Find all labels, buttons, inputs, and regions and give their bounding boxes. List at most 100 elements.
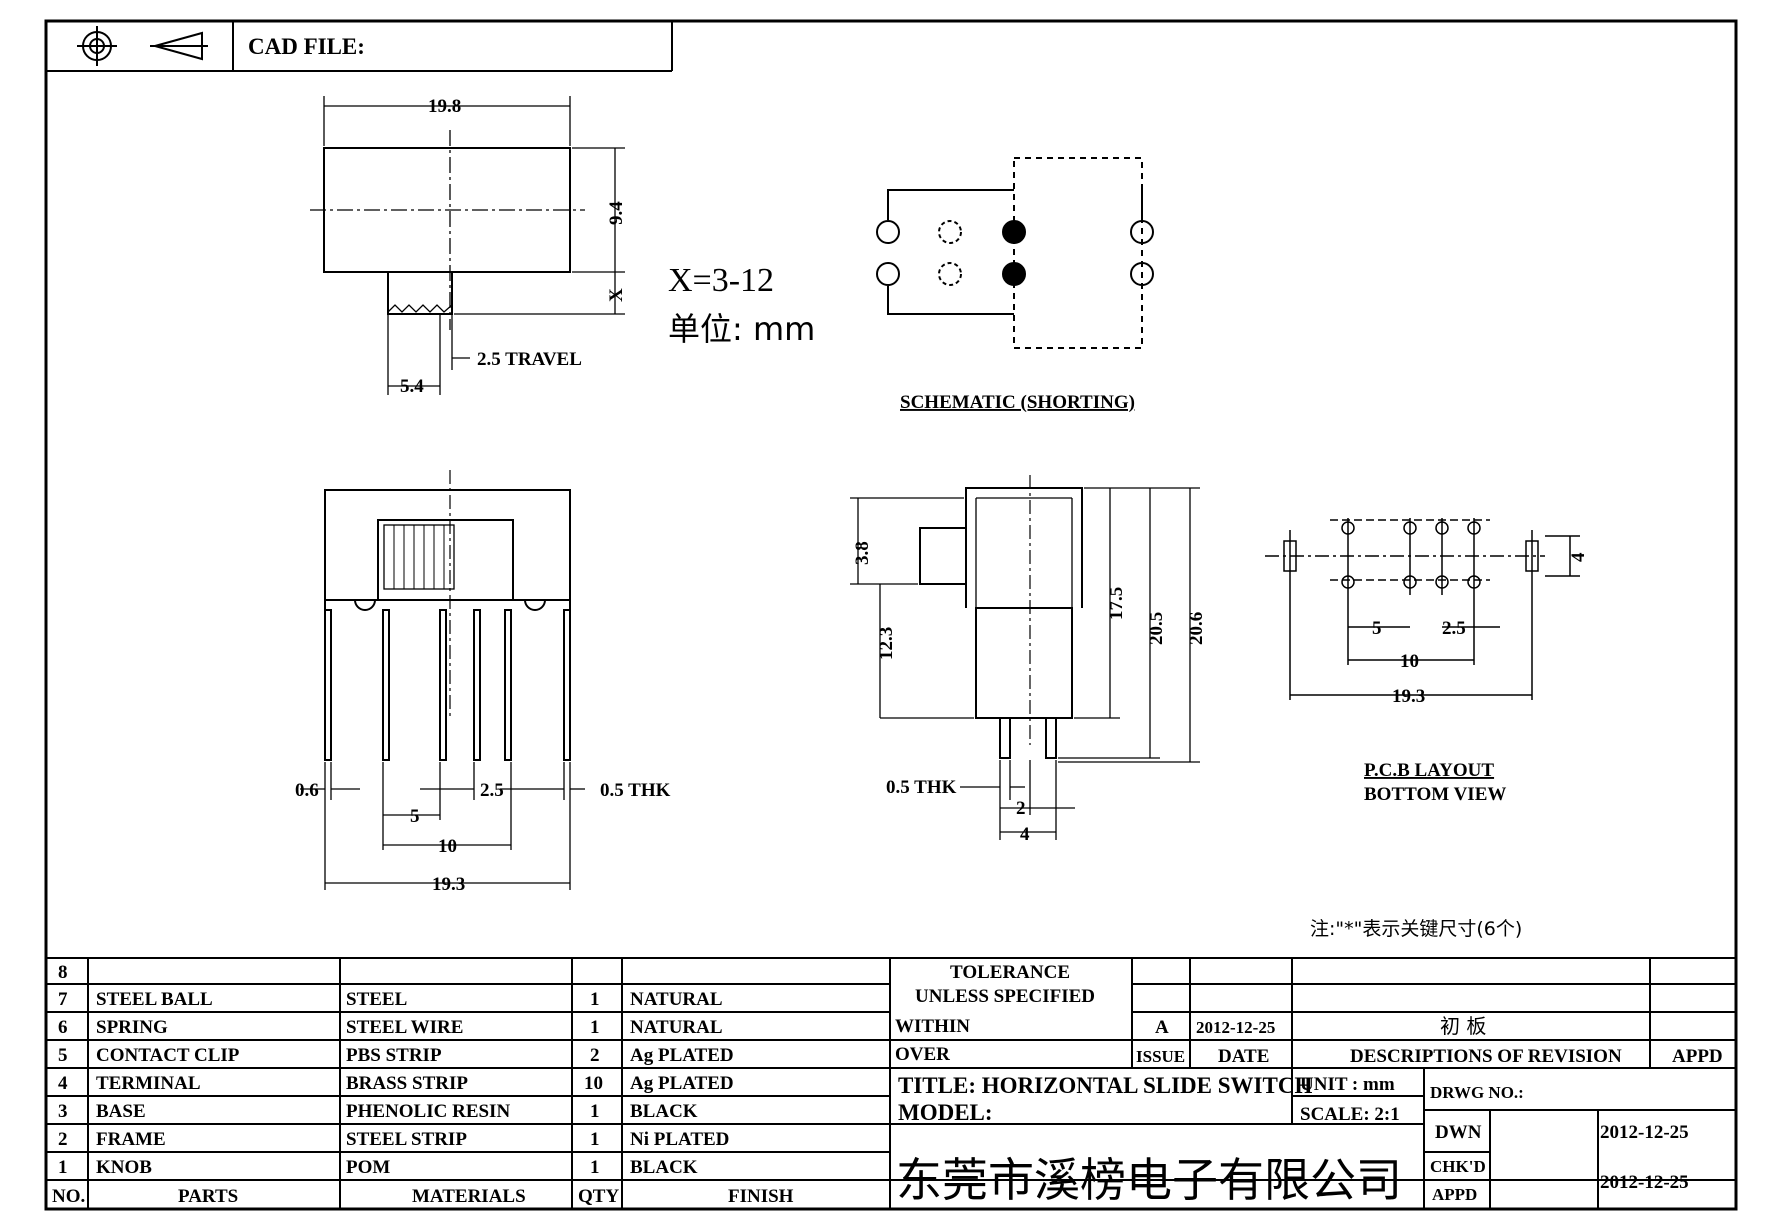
dim-front-10: 10 <box>438 836 457 857</box>
dim-pcb-193: 19.3 <box>1392 686 1425 707</box>
bom-finish: BLACK <box>630 1157 698 1178</box>
bom-part: SPRING <box>96 1017 168 1038</box>
chkd-label: CHK'D <box>1430 1157 1486 1176</box>
schematic-caption: SCHEMATIC (SHORTING) <box>900 392 1135 413</box>
dim-front-06: 0.6 <box>295 780 319 801</box>
bom-part: FRAME <box>96 1129 166 1150</box>
bom-finish: Ag PLATED <box>630 1073 734 1094</box>
bom-header-qty: QTY <box>578 1186 619 1207</box>
dim-front-5: 5 <box>410 806 420 827</box>
description-label: DESCRIPTIONS OF REVISION <box>1350 1046 1622 1067</box>
appd-label: APPD <box>1672 1046 1723 1067</box>
bom-part: CONTACT CLIP <box>96 1045 240 1066</box>
model-label: MODEL: <box>898 1100 993 1125</box>
bom-material: PBS STRIP <box>346 1045 442 1066</box>
bom-no: 2 <box>58 1129 68 1150</box>
bom-finish: Ni PLATED <box>630 1129 729 1150</box>
bom-qty: 2 <box>590 1045 600 1066</box>
drawing-title: TITLE: HORIZONTAL SLIDE SWITCH <box>898 1073 1312 1098</box>
appd-name-label: APPD <box>1432 1185 1477 1204</box>
dwn-date: 2012-12-25 <box>1600 1122 1689 1143</box>
drawing-number-label: DRWG NO.: <box>1430 1083 1524 1102</box>
revision-issue: A <box>1155 1017 1169 1038</box>
dim-side-123: 12.3 <box>876 627 897 660</box>
bom-no: 3 <box>58 1101 68 1122</box>
projection-cone-icon <box>150 31 208 61</box>
bom-finish: Ag PLATED <box>630 1045 734 1066</box>
tolerance-sub-label: UNLESS SPECIFIED <box>915 986 1095 1007</box>
dim-side-206: 20.6 <box>1186 612 1207 645</box>
bom-qty: 1 <box>590 1129 600 1150</box>
dim-side-38: 3.8 <box>852 541 873 565</box>
projection-circle-icon <box>77 26 117 66</box>
side-view <box>850 475 1200 840</box>
bom-table-grid <box>46 957 1736 1209</box>
bom-material: STEEL STRIP <box>346 1129 467 1150</box>
appd-date: 2012-12-25 <box>1600 1172 1689 1193</box>
bom-part: BASE <box>96 1101 146 1122</box>
dim-pcb-10: 10 <box>1400 651 1419 672</box>
header-box: CAD FILE: <box>46 21 673 72</box>
dim-front-25: 2.5 <box>480 780 504 801</box>
pcb-caption-2: BOTTOM VIEW <box>1364 784 1506 805</box>
bom-qty: 1 <box>590 1101 600 1122</box>
bom-finish: NATURAL <box>630 989 723 1010</box>
bom-no: 8 <box>58 962 68 983</box>
bom-part: KNOB <box>96 1157 152 1178</box>
bom-material: STEEL WIRE <box>346 1017 463 1038</box>
range-note: X=3-12 <box>668 262 774 299</box>
key-dimension-note: 注:"*"表示关键尺寸(6个) <box>1310 918 1522 940</box>
dwn-label: DWN <box>1435 1122 1482 1143</box>
dim-side-thk: 0.5 THK <box>886 777 957 798</box>
dim-pcb-4: 4 <box>1568 552 1589 562</box>
bom-part: STEEL BALL <box>96 989 213 1010</box>
unit-label: UNIT : mm <box>1300 1074 1395 1095</box>
dim-front-thk: 0.5 THK <box>600 780 671 801</box>
bom-header-materials: MATERIALS <box>412 1186 526 1207</box>
bom-finish: BLACK <box>630 1101 698 1122</box>
bom-header-finish: FINISH <box>728 1186 794 1207</box>
dim-side-205: 20.5 <box>1146 612 1167 645</box>
dim-pcb-25: 2.5 <box>1442 618 1466 639</box>
dim-top-height: 9.4 <box>606 201 627 225</box>
bom-material: PHENOLIC RESIN <box>346 1101 510 1122</box>
bom-qty: 10 <box>584 1073 603 1094</box>
bom-no: 1 <box>58 1157 68 1178</box>
title-block: TOLERANCE UNLESS SPECIFIED WITHIN OVER A… <box>895 962 1723 1207</box>
bom-qty: 1 <box>590 989 600 1010</box>
date-label: DATE <box>1218 1046 1269 1067</box>
revision-date: 2012-12-25 <box>1196 1018 1275 1037</box>
cad-file-label: CAD FILE: <box>248 34 365 59</box>
bom-part: TERMINAL <box>96 1073 201 1094</box>
tolerance-label: TOLERANCE <box>950 962 1070 983</box>
dim-front-193: 19.3 <box>432 874 465 895</box>
bom-rows: 8 7 STEEL BALL STEEL 1 NATURAL 6 SPRING … <box>52 962 794 1207</box>
unit-note: 单位: mm <box>668 310 815 348</box>
bom-material: BRASS STRIP <box>346 1073 468 1094</box>
issue-label: ISSUE <box>1136 1047 1185 1066</box>
top-view <box>310 96 625 395</box>
front-view <box>300 470 585 890</box>
dim-knob-width: 5.4 <box>400 376 424 397</box>
pcb-caption-1: P.C.B LAYOUT <box>1364 760 1494 781</box>
bom-header-parts: PARTS <box>178 1186 238 1207</box>
over-label: OVER <box>895 1044 950 1065</box>
bom-qty: 1 <box>590 1157 600 1178</box>
pcb-layout <box>1265 518 1580 700</box>
dim-side-2: 2 <box>1016 798 1026 819</box>
scale-label: SCALE: 2:1 <box>1300 1104 1400 1125</box>
bom-no: 7 <box>58 989 68 1010</box>
dim-travel: 2.5 TRAVEL <box>477 349 582 370</box>
bom-no: 6 <box>58 1017 68 1038</box>
dim-pcb-5: 5 <box>1372 618 1382 639</box>
revision-description: 初 板 <box>1440 1014 1486 1038</box>
bom-header-no: NO. <box>52 1186 85 1207</box>
bom-no: 5 <box>58 1045 68 1066</box>
company-name: 东莞市溪榜电子有限公司 <box>896 1153 1402 1207</box>
bom-material: POM <box>346 1157 390 1178</box>
bom-finish: NATURAL <box>630 1017 723 1038</box>
dim-top-x: X <box>606 288 627 302</box>
bom-no: 4 <box>58 1073 68 1094</box>
schematic <box>876 157 1154 349</box>
